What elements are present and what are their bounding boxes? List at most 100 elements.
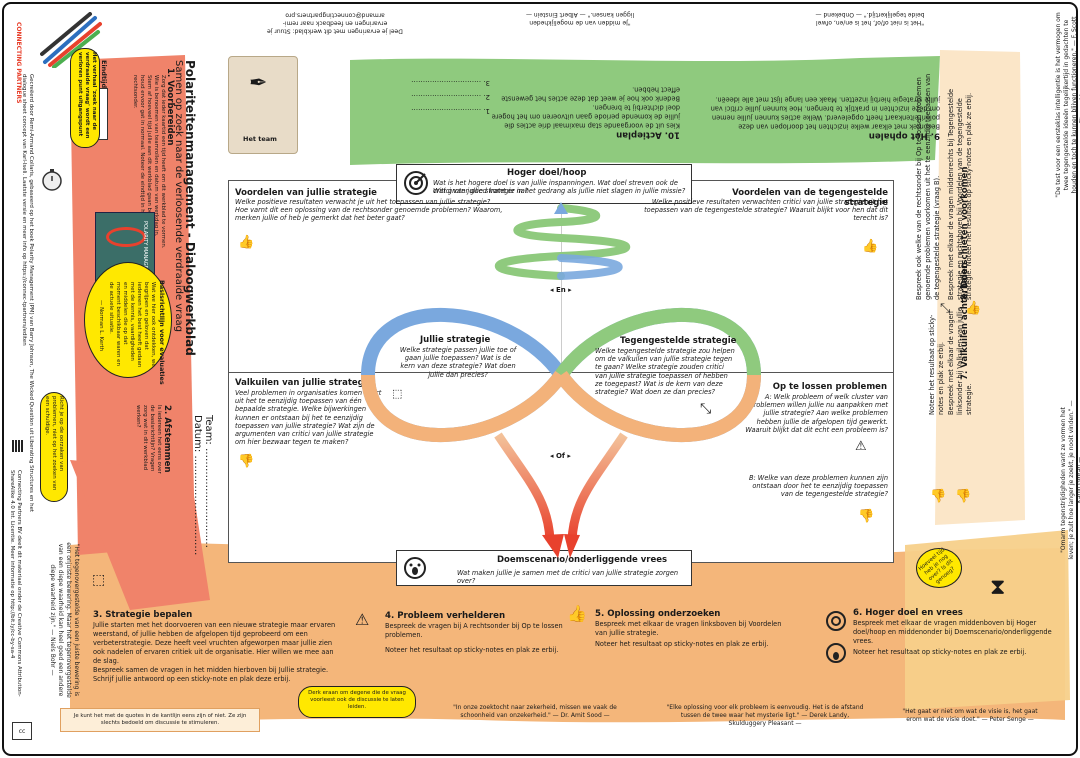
higher-purpose-q1: Wat is het hogere doel is van jullie ins… xyxy=(433,179,678,196)
quote-onbekend: "Het is niet of/of, het is en/en, ofwel … xyxy=(815,11,925,27)
page-title: Polariteitenmanagement - Dialoogwerkblad xyxy=(183,60,197,356)
quote-landy: "Elke oplossing voor elk probleem is een… xyxy=(666,704,864,728)
prime-directive-title: Basisrichtlijn voor evaluaties xyxy=(158,280,166,385)
spiral-up xyxy=(494,204,631,280)
thumbs-down-icon: 👎 xyxy=(955,489,972,504)
infinity-loop xyxy=(360,202,762,558)
br-title: Op te lossen problemen xyxy=(772,382,887,392)
bubble-prime-directive xyxy=(84,262,172,378)
team-parchment: Het team ✒ xyxy=(228,56,298,154)
cc-license-icon: cc xyxy=(12,722,32,740)
step-5-body2: Noteer het resultaat op sticky-notes en … xyxy=(595,640,769,648)
target-icon xyxy=(825,610,847,632)
bubble-facilitator xyxy=(298,686,416,718)
thumbs-down-icon: 👎 xyxy=(238,454,255,469)
our-strategy-question: Welke strategie passen jullie toe of gaa… xyxy=(399,346,517,379)
stopwatch-icon xyxy=(40,168,64,192)
bl-title: Valkuilen van jullie strategie xyxy=(235,378,373,388)
datum-label: Datum: ………………………… xyxy=(192,415,203,556)
action-line-1[interactable]: 1. ………………………… xyxy=(411,107,490,115)
warning-icon: ⚠ xyxy=(355,610,370,629)
step-3-title: 3. Strategie bepalen xyxy=(93,610,193,620)
br-question-a: A: Welk probleem of welk cluster van pro… xyxy=(745,393,888,434)
het-team-label: Het team xyxy=(243,135,277,143)
step-10: 10. Actieplan Kies uit de voorgaande sta… xyxy=(491,85,680,140)
of-label: ◂ Of ▸ xyxy=(550,452,571,460)
quote-gibran: "Omarm tegenstrijdigheden want ze vormen… xyxy=(1060,400,1080,560)
step-5-body: Bespreek met elkaar de vragen linksboven… xyxy=(595,620,782,637)
step-4-body: Bespreek de vragen bij A rechtsonder bij… xyxy=(385,622,563,639)
step-6-body: Bespreek met elkaar de vragen middenbove… xyxy=(853,619,1052,645)
step-3-body2: Bespreek samen de vragen in het midden h… xyxy=(93,666,329,683)
bubble-facilitator-text: Derk eraan om degene die de vraag voorle… xyxy=(308,690,406,711)
arrows-in-icon: ⤡ xyxy=(940,301,951,316)
action-line-2[interactable]: 2. ………………………… xyxy=(411,93,490,101)
credit-right: Connecting Partners BV deelt dit materia… xyxy=(8,470,22,697)
bubble-time-check xyxy=(916,548,962,588)
target-icon xyxy=(403,170,429,196)
warning-icon: ⚠ xyxy=(855,439,867,454)
scream-icon xyxy=(825,642,847,664)
quote-einstein: "Je midden van de mogelijkheden liggen k… xyxy=(525,11,635,27)
feedback-note: Deel je ervaringen met dit werkblad: Stu… xyxy=(267,11,403,35)
step-2-body: Is iedereen het eens over de basisrichtl… xyxy=(134,405,162,474)
step-1: 1. Voorbereiden xyxy=(165,68,175,146)
higher-purpose-q2: Wat groter goed komt er in het gedrang a… xyxy=(433,187,686,195)
step-7-body: Bespreek met elkaar de vragen linksonder… xyxy=(947,307,973,415)
quill-icon: ✒ xyxy=(249,71,268,96)
tactics-board-icon: ⬚ xyxy=(392,387,403,400)
step-6-body2: Noteer het resultaat op sticky-notes en … xyxy=(853,648,1027,656)
en-label: ◂ En ▸ xyxy=(550,286,572,294)
bl-question: Veel problemen in organisaties komen voo… xyxy=(235,389,382,447)
deeper-fear-title: Doemscenario/onderliggende vrees xyxy=(497,555,668,565)
quote-senge: "Het gaat er niet om wat de visie is, he… xyxy=(902,708,1038,724)
tactics-board-icon: ⬚ xyxy=(92,572,106,588)
step-3-body: Jullie starten met het doorvoeren van ee… xyxy=(93,621,336,665)
thumbs-up-icon: 👍 xyxy=(965,301,982,316)
step-4-title: 4. Probleem verhelderen xyxy=(385,611,506,621)
prime-directive-author: — Norman L. Kerth xyxy=(98,300,104,351)
thumbs-down-icon: 👎 xyxy=(930,489,947,504)
deeper-fear-q: Wat maken jullie je samen met de critici… xyxy=(457,569,679,586)
step-6-title: 6. Hoger doel en vrees xyxy=(853,608,963,618)
scream-icon xyxy=(403,556,427,580)
action-lines: 1. ………………………… 2. ………………………… 3. ………………………… xyxy=(360,76,490,118)
thumbs-up-plus-icon: 👍 xyxy=(567,604,587,623)
our-strategy-title: Jullie strategie xyxy=(420,335,491,345)
step-2: 2. Afstemmen xyxy=(162,405,172,473)
step-4-body2: Noteer het resultaat op sticky-notes en … xyxy=(385,646,559,654)
higher-purpose-box: Hoger doel/hoop Wat is het hogere doel i… xyxy=(396,164,692,204)
opposite-strategy-title: Tegengestelde strategie xyxy=(620,336,737,346)
footer-note: Je kunt het met de quotes in de kantlijn… xyxy=(60,708,260,733)
higher-purpose-title: Hoger doel/hoop xyxy=(507,168,587,178)
credit-left: Gecreëerd door Remi-Armand Collaris, geb… xyxy=(20,74,34,512)
br-question-b: B: Welke van deze problemen kunnen zijn … xyxy=(748,474,888,499)
action-line-3[interactable]: 3. ………………………… xyxy=(411,79,490,87)
thumbs-up-plus-icon: 👍 xyxy=(238,235,255,250)
step-7-body2: Noteer het resultaat op sticky-notes en … xyxy=(928,314,945,415)
prime-directive-body: Wat we hier ook ontdekken, we begrijpen … xyxy=(107,282,156,368)
step-8-body: Bespreek met elkaar de vragen middenrech… xyxy=(947,88,973,300)
quote-fitzgerald: "De test voor een eersteklas intelligent… xyxy=(1055,12,1080,198)
step-9: 9. Het ophalen Bespreek met elkaar welke… xyxy=(710,95,940,141)
deeper-fear-box: Doemscenario/onderliggende vrees Wat mak… xyxy=(396,550,692,586)
tl-title: Voordelen van jullie strategie xyxy=(235,188,377,198)
bubble-root-cause xyxy=(40,392,68,502)
team-label: Team: ………………………… xyxy=(203,415,214,548)
thumbs-up-plus-icon: 👍 xyxy=(862,239,879,254)
bubble-start-text: Het verhaal 'zoek naar de verdraaide vra… xyxy=(76,52,97,139)
opposite-strategy-question: Welke tegengestelde strategie zou helpen… xyxy=(595,347,735,397)
quote-sood: "In onze zoektocht naar zekerheid, misse… xyxy=(453,704,617,720)
qr-code-icon xyxy=(12,440,24,452)
thumbs-down-icon: 👎 xyxy=(858,509,875,524)
arrows-in-icon: ⤡ xyxy=(700,401,712,417)
step-5-title: 5. Oplossing onderzoeken xyxy=(595,609,721,619)
quote-bohr: "Het tegenovergestelde van een juiste be… xyxy=(48,542,80,698)
bubble-start xyxy=(70,48,100,148)
bubble-root-cause-text: Richt je op de oorzaken van problemen, n… xyxy=(43,396,64,491)
tl-question: Welke positieve resultaten verwacht je u… xyxy=(235,198,503,223)
tr-question: Welke positieve resultaten verwachten cr… xyxy=(644,198,888,223)
tr-title: Voordelen van de tegengestelde strategie xyxy=(732,188,888,208)
